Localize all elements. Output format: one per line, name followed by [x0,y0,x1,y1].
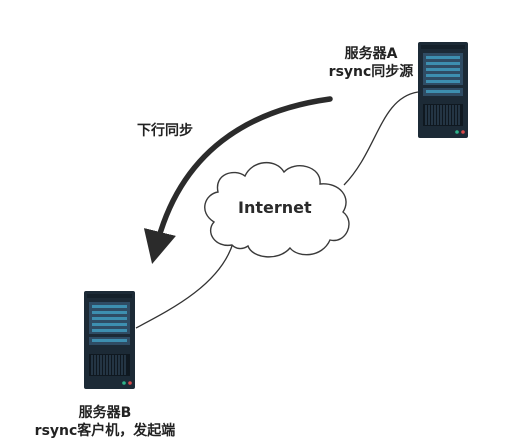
server-b-label: 服务器B rsync客户机，发起端 [30,404,180,440]
link-line-server-a [343,91,419,186]
link-line-server-b [135,242,234,329]
server-a-title: 服务器A [344,46,398,62]
server-a-role: rsync同步源 [328,64,414,80]
sync-direction-label: 下行同步 [137,123,193,139]
internet-label: Internet [238,198,312,217]
internet-cloud-icon [204,162,350,258]
server-a-label: 服务器A rsync同步源 [316,45,426,81]
sync-arrow [143,96,333,265]
server-a-icon [418,42,468,138]
server-b-title: 服务器B [78,405,132,421]
server-b-role: rsync客户机，发起端 [34,423,176,439]
server-b-icon [84,291,135,389]
